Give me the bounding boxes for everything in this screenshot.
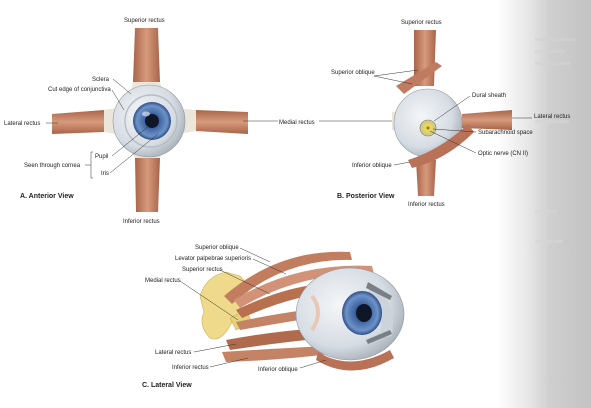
label-posterior-superior-rectus: Superior rectus: [401, 20, 442, 26]
anterior-medial-rectus-muscle: [196, 110, 248, 134]
label-medial-rectus: Medial rectus: [279, 120, 315, 126]
posterior-lateral-rectus-muscle: [462, 110, 512, 130]
label-anterior-inferior-rectus: Inferior rectus: [123, 219, 160, 225]
anterior-view: [52, 28, 248, 212]
lateral-inferior-oblique-muscle: [316, 350, 394, 371]
anterior-pupil: [145, 114, 159, 128]
label-posterior-subarachnoid-space: Subarachnoid space: [478, 130, 533, 136]
lateral-upper-lash: [366, 282, 392, 300]
posterior-labels: Superior rectus Superior oblique Dural s…: [331, 20, 570, 208]
label-posterior-dural-sheath: Dural sheath: [472, 93, 506, 99]
anterior-cornea-rim: [124, 94, 178, 148]
anterior-lateral-rectus-muscle: [52, 110, 104, 134]
lateral-inferior-rectus-muscle: [222, 346, 330, 362]
label-anterior-seen-through-cornea: Seen through cornea: [24, 163, 81, 169]
posterior-inferior-oblique-muscle: [408, 124, 474, 168]
lateral-cornea: [366, 288, 394, 338]
anterior-superior-rectus-muscle: [133, 28, 160, 82]
lateral-lower-lash: [366, 330, 392, 344]
anterior-inferior-rectus-muscle: [135, 158, 160, 212]
caption-anterior-view: A. Anterior View: [20, 193, 74, 200]
label-lateral-levator: Levator palpebrae superioris: [175, 256, 251, 262]
label-lateral-medial-rectus: Medial rectus: [145, 278, 181, 284]
label-anterior-superior-rectus: Superior rectus: [124, 18, 165, 24]
label-posterior-inferior-oblique: Inferior oblique: [352, 163, 392, 169]
label-lateral-superior-oblique: Superior oblique: [195, 245, 239, 251]
anterior-bracket: [90, 151, 93, 179]
bleed-through-text: [535, 38, 575, 243]
lateral-pupil: [356, 304, 372, 322]
posterior-optic-nerve-center: [426, 126, 430, 130]
label-anterior-iris: Iris: [101, 171, 109, 177]
label-anterior-pupil: Pupil: [95, 154, 108, 160]
label-posterior-lateral-rectus: Lateral rectus: [534, 114, 570, 120]
anterior-medial-tendon: [184, 109, 196, 133]
label-lateral-lateral-rectus: Lateral rectus: [155, 350, 191, 356]
lateral-view: [199, 251, 405, 371]
label-lateral-superior-rectus: Superior rectus: [182, 267, 223, 273]
lateral-rectus-insertion: [310, 294, 320, 332]
label-anterior-sclera: Sclera: [92, 77, 110, 83]
label-lateral-inferior-oblique: Inferior oblique: [258, 367, 298, 373]
lateral-labels: Superior oblique Levator palpebrae super…: [142, 245, 327, 389]
label-anterior-lateral-rectus: Lateral rectus: [4, 121, 40, 127]
posterior-inferior-rectus-muscle: [416, 160, 436, 196]
label-anterior-cut-edge: Cut edge of conjunctiva: [48, 87, 111, 93]
label-posterior-inferior-rectus: Inferior rectus: [408, 202, 445, 208]
anterior-eye-highlight: [142, 111, 150, 117]
posterior-view: [392, 30, 512, 196]
anterior-lateral-tendon: [104, 108, 116, 134]
label-posterior-optic-nerve: Optic nerve (CN II): [478, 151, 528, 157]
medial-rectus-shared-label: Medial rectus: [243, 120, 392, 126]
label-posterior-superior-oblique: Superior oblique: [331, 70, 375, 76]
label-lateral-inferior-rectus: Inferior rectus: [172, 365, 209, 371]
anterior-labels: Superior rectus Sclera Cut edge of conju…: [4, 18, 165, 225]
caption-posterior-view: B. Posterior View: [337, 193, 395, 200]
posterior-superior-oblique-muscle: [396, 62, 442, 94]
caption-lateral-view: C. Lateral View: [142, 382, 192, 389]
